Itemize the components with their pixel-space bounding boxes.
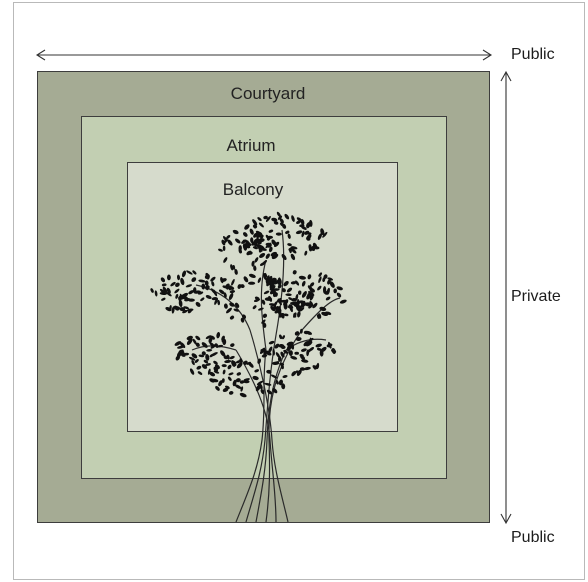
- public-label-top: Public: [511, 46, 555, 63]
- vertical-privacy-arrow: [500, 70, 512, 525]
- horizontal-public-arrow: [35, 49, 493, 61]
- tree-icon: [150, 211, 347, 523]
- courtyard-label: Courtyard: [230, 84, 306, 103]
- private-label: Private: [511, 288, 561, 305]
- public-label-bottom: Public: [511, 529, 555, 546]
- atrium-label: Atrium: [226, 136, 276, 155]
- balcony-label: Balcony: [222, 180, 284, 199]
